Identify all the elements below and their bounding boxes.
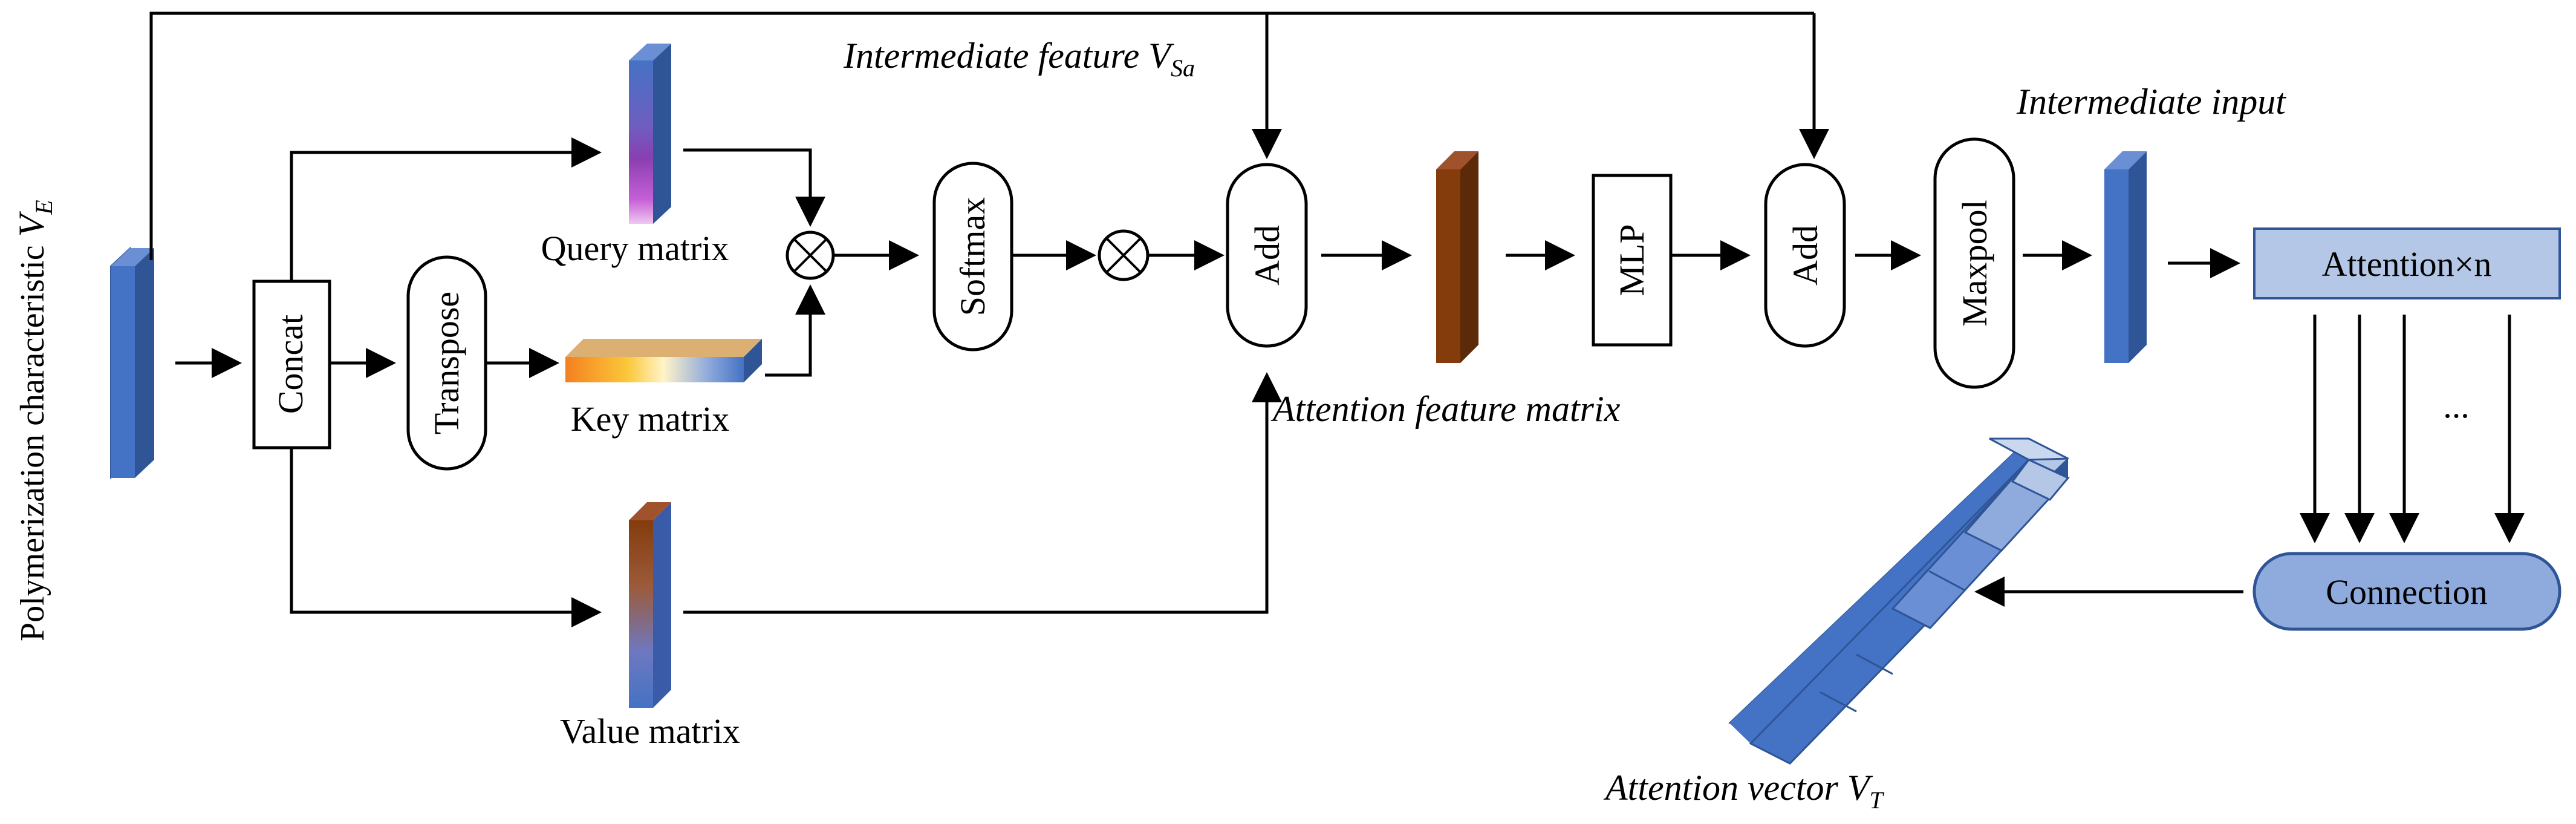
value-matrix-block xyxy=(629,502,671,708)
attention-vector-block xyxy=(1728,437,2070,765)
add-label-1: Add xyxy=(1247,225,1287,286)
attention-feature-matrix-label: Attention feature matrix xyxy=(1270,389,1621,429)
key-matrix-label: Key matrix xyxy=(571,399,730,439)
multiply-op-2-cross-b xyxy=(1105,237,1142,273)
query-matrix-block xyxy=(629,44,671,224)
softmax-label: Softmax xyxy=(953,197,992,316)
maxpool-box xyxy=(1933,137,2015,389)
intermediate-input-label: Intermediate input xyxy=(2016,82,2286,122)
concat-to-value-line xyxy=(290,448,602,627)
add-label-2: Add xyxy=(1786,225,1825,286)
value-to-add1-line xyxy=(683,372,1282,614)
intermediate-feature-label: Intermediate feature VSa xyxy=(843,36,1195,82)
top-skip-line xyxy=(149,11,1814,260)
input-ve-block xyxy=(110,246,154,480)
query-to-mult-line xyxy=(683,148,825,227)
query-matrix-label: Query matrix xyxy=(541,229,729,268)
attention-n-label: Attention×n xyxy=(2322,244,2492,284)
maxpool-label: Maxpool xyxy=(1955,200,1994,326)
mlp-label: MLP xyxy=(1612,224,1651,296)
add-box-2 xyxy=(1764,163,1846,348)
mlp-box xyxy=(1592,174,1673,347)
key-to-mult-line xyxy=(765,284,825,377)
value-matrix-label: Value matrix xyxy=(560,711,740,751)
attention-n-box[interactable] xyxy=(2253,227,2561,299)
intermediate-input-block xyxy=(2104,151,2147,363)
connection-label: Connection xyxy=(2326,572,2487,612)
connection-box[interactable] xyxy=(2252,552,2561,631)
multiply-op-1-cross-b xyxy=(793,238,828,273)
attention-feature-block xyxy=(1436,151,1478,363)
transpose-label: Transpose xyxy=(427,292,466,434)
concat-label: Concat xyxy=(271,315,310,414)
attention-vector-label: Attention vector VT xyxy=(1603,768,1885,814)
concat-to-query-line xyxy=(290,137,602,281)
ellipsis-label: ... xyxy=(2443,386,2470,425)
polymerization-characteristic-label: Polymerization characteristic VE xyxy=(11,200,57,641)
key-matrix-block xyxy=(565,339,762,382)
add-box-1 xyxy=(1226,163,1308,348)
